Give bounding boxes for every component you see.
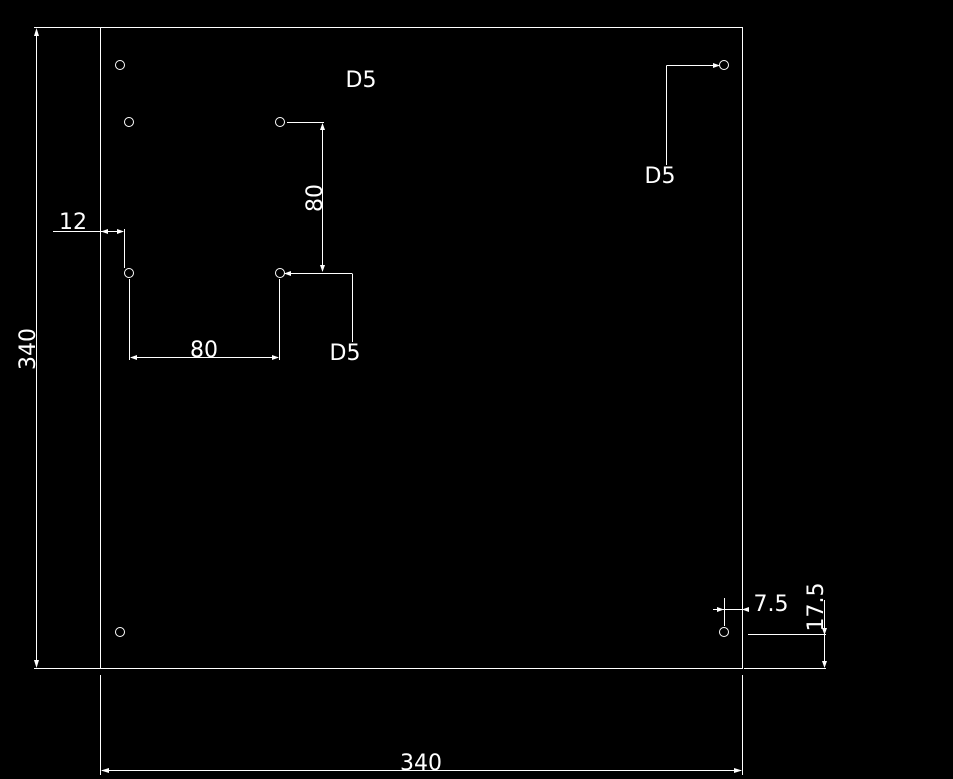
hole-pattern-bottom-left — [124, 268, 134, 278]
dimension-total-height: 340 — [16, 27, 100, 669]
hole-bottom-left-corner — [115, 627, 125, 637]
dimension-vertical-spacing: 80 — [287, 122, 328, 272]
plate-outline — [100, 27, 743, 669]
hole-top-left-corner — [115, 60, 125, 70]
hole-callout-middle: D5 — [330, 341, 361, 366]
dim-corner-y-offset-label: 17.5 — [804, 583, 829, 632]
dimension-corner-y-offset: 17.5 — [744, 583, 829, 669]
hole-bottom-right-corner — [719, 627, 729, 637]
hole-pattern-top-left — [124, 117, 134, 127]
hole-top-right-corner — [719, 60, 729, 70]
dim-total-width-label: 340 — [400, 751, 442, 776]
dim-corner-x-offset-label: 7.5 — [754, 592, 789, 617]
dimension-horizontal-spacing: 80 — [129, 279, 280, 363]
dimension-left-offset: 12 — [53, 210, 125, 268]
mounting-holes — [115, 60, 729, 637]
hole-callout-right: D5 — [645, 164, 676, 189]
hole-callout-right-leader: D5 — [645, 63, 720, 189]
dimension-total-width: 340 — [100, 675, 743, 776]
hole-callout-top: D5 — [346, 68, 377, 93]
dim-total-height-label: 340 — [16, 328, 41, 370]
dim-left-offset-label: 12 — [59, 210, 87, 235]
hole-pattern-top-right — [275, 117, 285, 127]
dim-horizontal-spacing-label: 80 — [190, 338, 218, 363]
dim-vertical-spacing-label: 80 — [303, 184, 328, 212]
dimension-corner-x-offset: 7.5 — [713, 592, 789, 626]
hole-pattern-bottom-right — [275, 268, 285, 278]
hole-callout-middle-leader: D5 — [284, 271, 360, 366]
